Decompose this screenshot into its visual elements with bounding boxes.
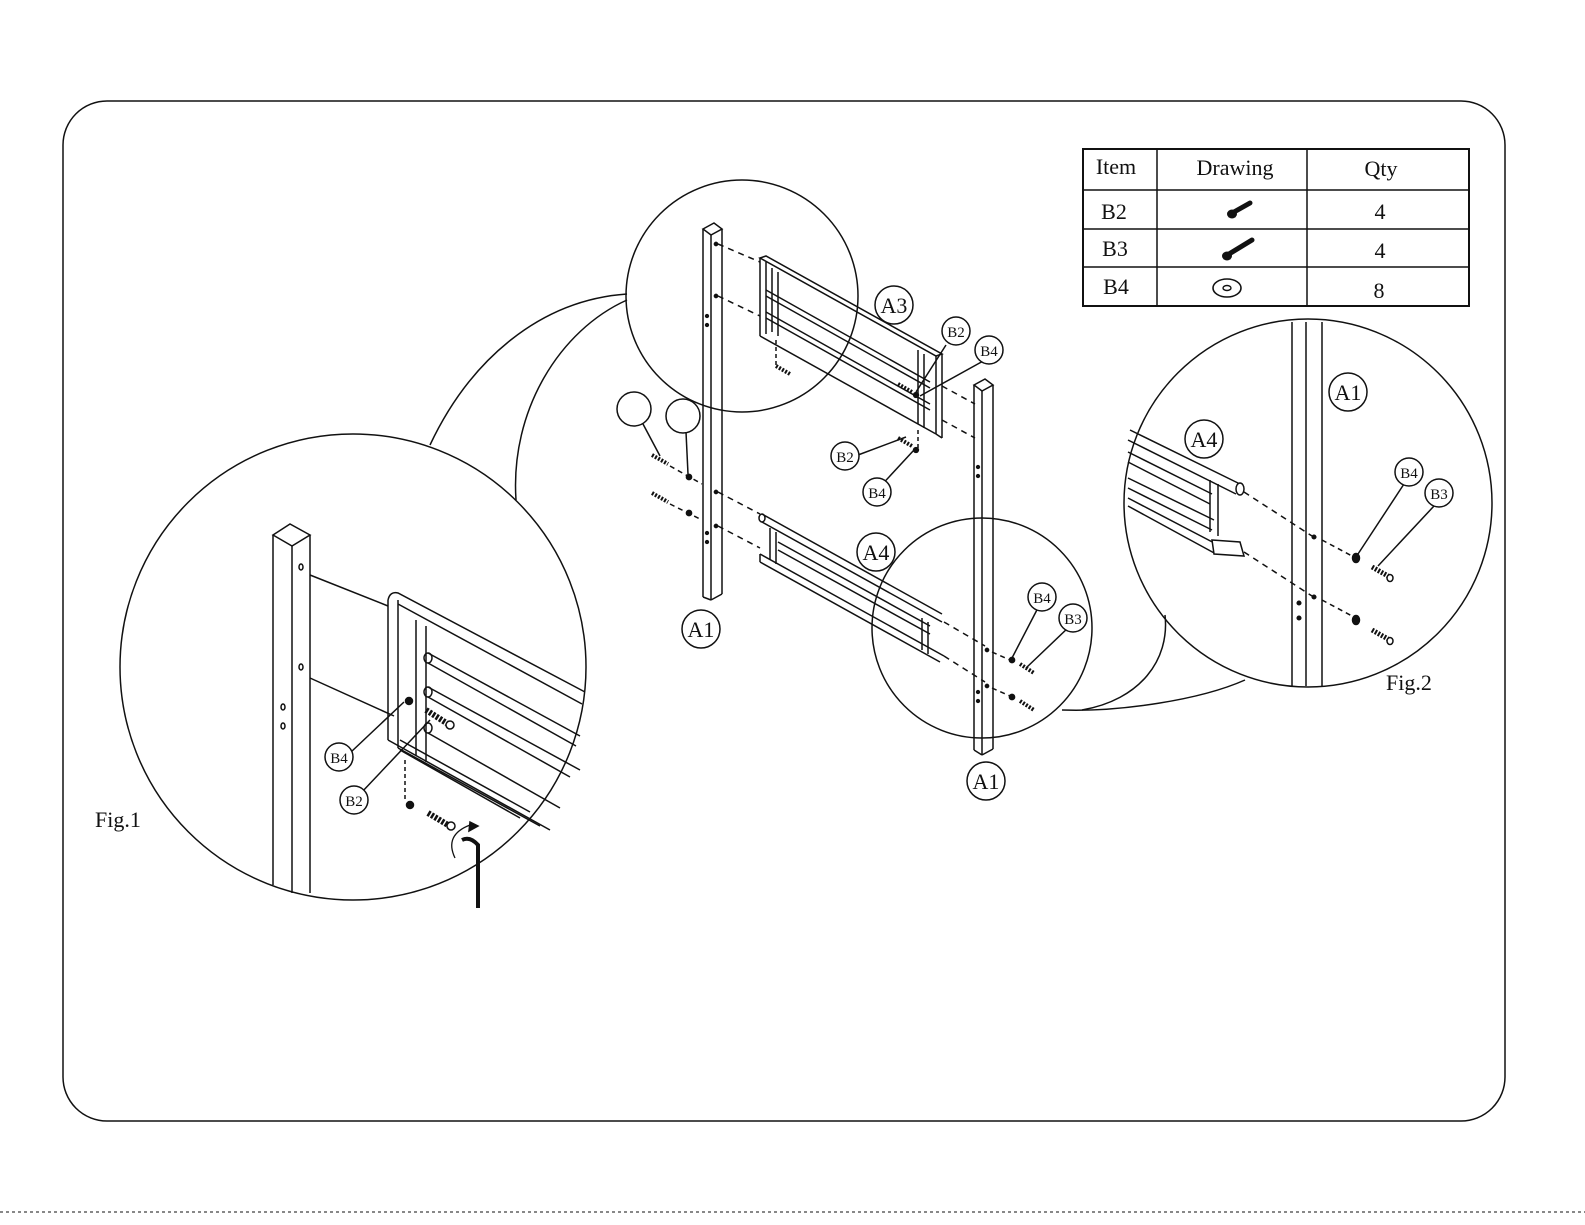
callout-label: B3	[1064, 612, 1082, 628]
callout-label: B4	[868, 486, 886, 502]
fig1-detail-circle	[120, 434, 586, 900]
callout-label: B2	[345, 794, 363, 810]
hardware-left	[652, 455, 702, 520]
callout-label: A1	[688, 617, 715, 642]
callout-label: A3	[881, 293, 908, 318]
table-cell-qty: 8	[1374, 278, 1385, 303]
washer-icon	[1213, 279, 1241, 297]
fig2-label: Fig.2	[1386, 670, 1432, 695]
callout-label: B4	[1400, 466, 1418, 482]
main-callout-labels: A1 A1 A3 A4 B2 B4 B2 B4 B4 B3	[688, 293, 1082, 794]
table-cell-qty: 4	[1375, 199, 1386, 224]
callout-label: B4	[330, 751, 348, 767]
lower-rail-a4	[718, 492, 985, 682]
callout-label: B2	[947, 325, 965, 341]
callout-label: A4	[863, 540, 890, 565]
table-cell-item: B4	[1103, 274, 1129, 299]
connector-arc	[1062, 680, 1245, 710]
fig1-detail	[120, 434, 586, 908]
callout-label: B4	[980, 344, 998, 360]
left-post-a1	[703, 223, 722, 600]
callout-label: B4	[1033, 591, 1051, 607]
table-header-qty: Qty	[1365, 156, 1398, 181]
table-cell-item: B3	[1102, 236, 1128, 261]
page-border	[63, 101, 1505, 1121]
fig1-label: Fig.1	[95, 807, 141, 832]
empty-callout	[617, 392, 651, 426]
table-cell-item: B2	[1101, 199, 1127, 224]
connector-arc	[1082, 615, 1166, 710]
callout-label: B2	[836, 450, 854, 466]
table-header-item: Item	[1096, 154, 1136, 179]
long-bolt-icon	[1222, 240, 1252, 261]
callout-label: A1	[973, 769, 1000, 794]
callout-label: A1	[1335, 380, 1362, 405]
parts-table: Item Drawing Qty B2 4 B3 4 B4 8	[1083, 149, 1469, 306]
hardware-right	[992, 652, 1034, 710]
fig2-callouts	[1185, 373, 1453, 507]
empty-callout	[666, 399, 700, 433]
connector-arc	[516, 300, 627, 500]
table-header-drawing: Drawing	[1197, 155, 1274, 180]
table-cell-qty: 4	[1375, 238, 1386, 263]
callout-label: A4	[1191, 427, 1218, 452]
callout-label: B3	[1430, 487, 1448, 503]
upper-rail-a3	[718, 244, 975, 438]
right-post-a1	[974, 379, 993, 755]
magnify-circle-top	[626, 180, 858, 412]
short-bolt-icon	[1227, 203, 1250, 219]
